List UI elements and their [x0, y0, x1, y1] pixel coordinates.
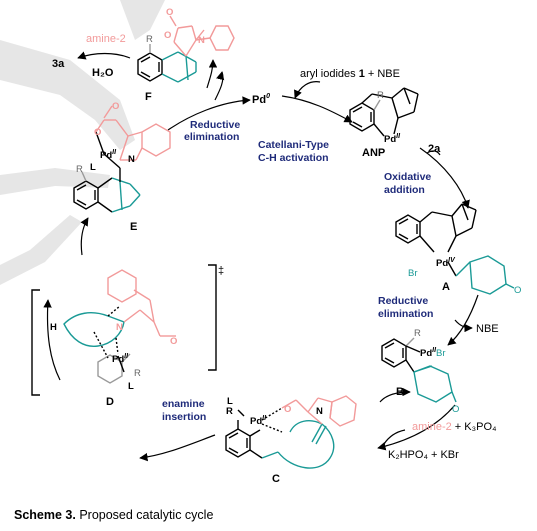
compound-B-structure: [381, 337, 457, 403]
step-reductive-elimination-1-line1: Reductive: [190, 119, 240, 131]
C-O-label: O: [284, 404, 291, 415]
step-reductive-elimination-2-line2: elimination: [378, 308, 433, 320]
amine-base-reagent-text: amine-2 + K₃PO₄: [412, 421, 497, 433]
step-oxidative-addition-line2: addition: [384, 184, 425, 196]
step-oxidative-addition-line1: Oxidative: [384, 171, 431, 183]
compound-C-structure: [225, 395, 357, 469]
cycle-arrows: [43, 51, 479, 462]
B-O-label: O: [452, 404, 459, 415]
A-O-label: O: [514, 285, 521, 296]
reagent-2a-label: 2a: [428, 143, 441, 155]
compound-C-label: C: [272, 473, 280, 485]
E-N-label: N: [128, 154, 135, 165]
amine-2-product-text: amine-2: [86, 33, 126, 45]
transition-state-dagger: ‡: [218, 265, 224, 277]
C-L-label: L: [227, 396, 233, 407]
step-catellani-line1: Catellani-Type: [258, 139, 329, 151]
D-R-label: R: [134, 368, 141, 379]
F-N-label: N: [198, 35, 205, 46]
step-enamine-insertion-line2: insertion: [162, 411, 206, 423]
pd0-label: Pd0: [252, 93, 270, 106]
A-Pd-label: PdIV: [436, 257, 456, 269]
step-reductive-elimination-1-line2: elimination: [184, 131, 239, 143]
compound-B-label: B: [396, 386, 404, 398]
D-Pd-label: PdII: [112, 353, 129, 365]
C-R-label: R: [226, 406, 233, 417]
scheme-caption: Scheme 3. Proposed catalytic cycle: [14, 508, 213, 522]
compound-D-label: D: [106, 396, 114, 408]
D-L-label: L: [128, 381, 134, 392]
phosphate-kbr-byproduct-text: K₂HPO₄ + KBr: [388, 449, 459, 461]
B-Pd-label: PdIIBr: [420, 347, 446, 359]
compound-ANP-label: ANP: [362, 147, 385, 159]
E-R-label: R: [76, 164, 83, 175]
step-reductive-elimination-2-line1: Reductive: [378, 295, 428, 307]
F-O-carbonyl: O: [166, 7, 173, 18]
B-R-label: R: [414, 328, 421, 339]
E-L-label: L: [90, 162, 96, 173]
E-O-carbonyl: O: [112, 101, 119, 112]
compound-ANP-structure: [349, 87, 419, 137]
E-Pd-label: PdII: [100, 149, 117, 161]
D-H-label: H: [50, 322, 57, 333]
compound-E-label: E: [130, 221, 137, 233]
product-3a-label: 3a: [52, 58, 65, 70]
compound-F-label: F: [145, 91, 152, 103]
D-N-label: N: [116, 322, 123, 333]
nbe-byproduct-text: NBE: [476, 323, 499, 335]
C-Pd-label: PdII: [250, 415, 267, 427]
watermark-shape: [0, 0, 165, 285]
step-catellani-line2: C-H activation: [258, 152, 329, 164]
compound-E-structure: [73, 105, 171, 213]
ANP-R-label: R: [377, 90, 384, 101]
caption-text: Proposed catalytic cycle: [75, 508, 214, 522]
compound-A-structure: [395, 203, 515, 295]
arrow-to-F: [214, 71, 224, 101]
F-O-ester: O: [164, 30, 171, 41]
water-label: H₂O: [92, 67, 114, 79]
compound-D-structure: [31, 264, 217, 396]
F-R-label: R: [146, 34, 153, 45]
D-O-label: O: [170, 336, 177, 347]
compound-A-label: A: [442, 281, 450, 293]
ANP-Pd-label: PdII: [384, 133, 401, 145]
C-N-label: N: [316, 406, 323, 417]
compound-F-structure: [137, 15, 235, 83]
caption-bold: Scheme 3.: [14, 508, 76, 522]
aryl-iodides-reagent-text: aryl iodides 1 + NBE: [300, 68, 400, 80]
A-Br-label: Br: [408, 268, 418, 279]
E-O-ester: O: [94, 127, 101, 138]
step-enamine-insertion-line1: enamine: [162, 398, 205, 410]
